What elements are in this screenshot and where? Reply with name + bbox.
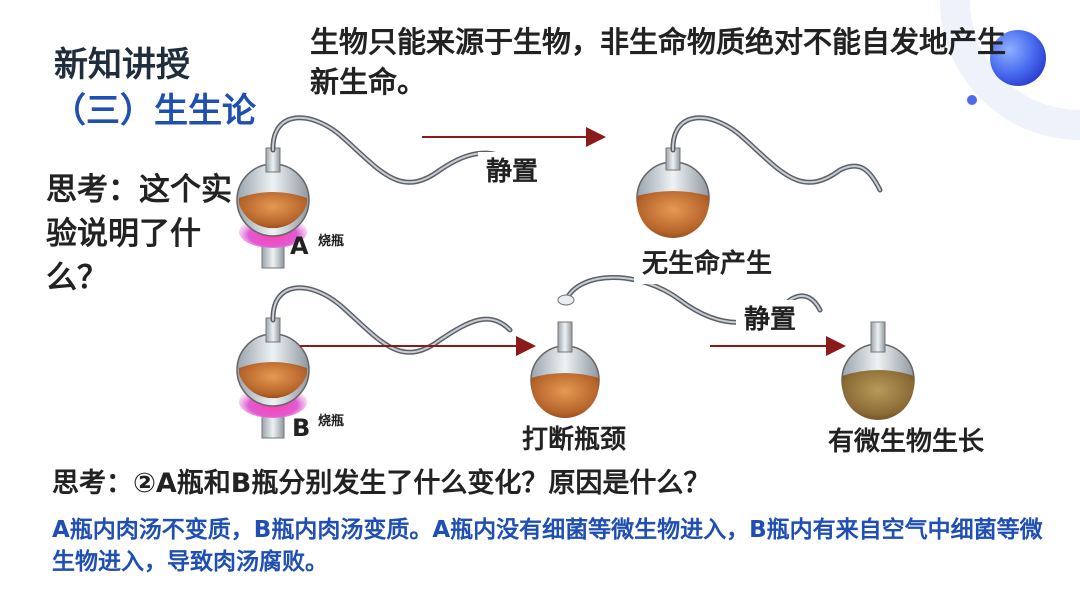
flask-b-name: 烧瓶 [318, 414, 345, 429]
swan-neck-b [270, 285, 513, 355]
result-a-label: 无生命产生 [634, 244, 781, 284]
section-title: 新知讲授 [54, 45, 190, 85]
result-b-label: 有微生物生长 [820, 422, 993, 462]
step-stand-2-label: 静置 [736, 300, 805, 340]
flask-b-letter: B [292, 414, 311, 442]
question-text: 思考：②A瓶和B瓶分别发生了什么变化？原因是什么？ [52, 468, 711, 499]
flask-b-result [841, 321, 915, 420]
flask-b [236, 285, 513, 439]
thinking-prompt: 思考：这个实验说明了什么？ [46, 172, 232, 296]
answer-text: A瓶内肉汤不变质，B瓶内肉汤变质。A瓶内没有细菌等微生物进入，B瓶内有来自空气中… [52, 517, 1043, 575]
principle-statement: 生物只能来源于生物，非生命物质绝对不能自发地产生新生命。 [310, 25, 1007, 99]
flask-a-name: 烧瓶 [318, 234, 345, 249]
flask-b-broken [530, 275, 823, 418]
step-stand-1-label: 静置 [478, 152, 547, 192]
section-subtitle: （三）生生论 [52, 91, 256, 131]
flask-a-result [636, 115, 883, 238]
step-break-label: 打断瓶颈 [514, 420, 635, 460]
flask-a-letter: A [290, 232, 309, 260]
blue-dot [967, 95, 977, 105]
blue-orb [990, 30, 1046, 86]
flask-a [236, 115, 543, 269]
